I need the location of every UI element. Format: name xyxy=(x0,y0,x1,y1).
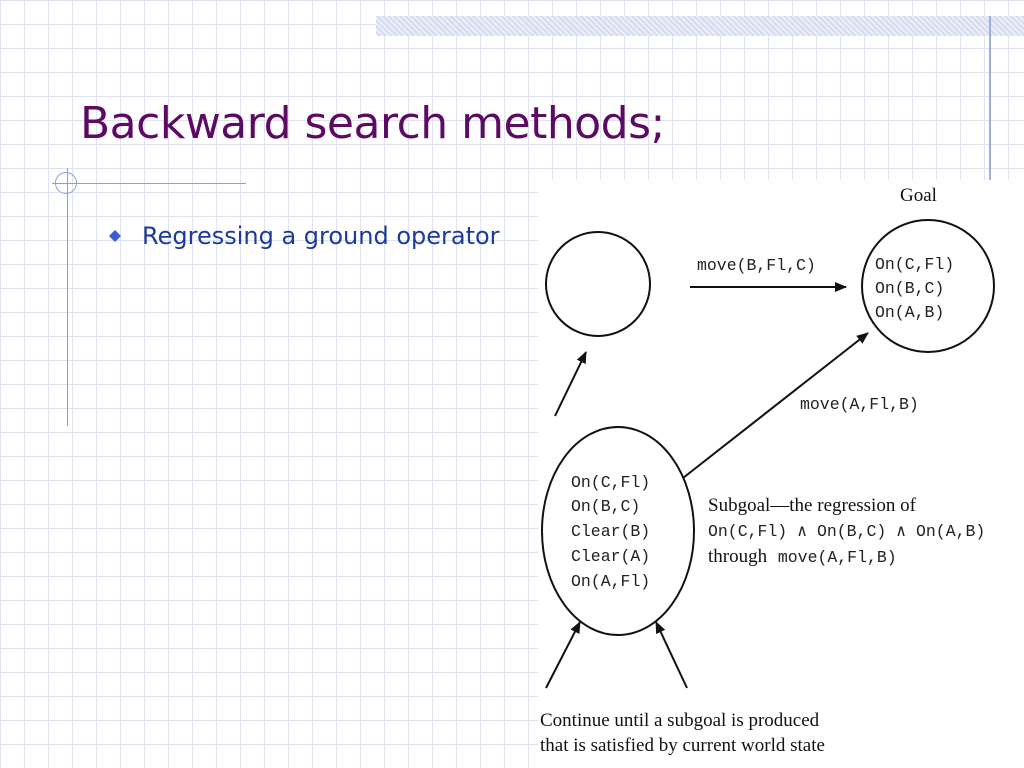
subgoal-caption-line2: On(C,Fl) ∧ On(B,C) ∧ On(A,B) xyxy=(708,522,985,541)
subgoal-condition-5: On(A,Fl) xyxy=(571,572,650,591)
subgoal-caption-through: through xyxy=(708,546,772,567)
goal-condition-3: On(A,B) xyxy=(875,303,944,322)
bullet-text: Regressing a ground operator xyxy=(142,222,500,250)
subgoal-condition-4: Clear(A) xyxy=(571,547,650,566)
empty-state-node xyxy=(545,231,651,337)
arrow-into-subgoal-right xyxy=(655,621,688,689)
edge-label-top: move(B,Fl,C) xyxy=(697,256,816,275)
bullet-item: Regressing a ground operator xyxy=(108,222,500,250)
arrow-into-start-node xyxy=(554,351,587,417)
goal-condition-2: On(B,C) xyxy=(875,279,944,298)
goal-label: Goal xyxy=(900,185,937,206)
subgoal-caption-line3: through move(A,Fl,B) xyxy=(708,546,897,567)
title-underline xyxy=(52,183,246,184)
goal-node xyxy=(861,219,995,353)
diagram-svg: Goal On(C,Fl) On(B,C) On(A,B) move(B,Fl,… xyxy=(540,185,995,756)
edge-label-diagonal: move(A,Fl,B) xyxy=(800,395,919,414)
goal-condition-1: On(C,Fl) xyxy=(875,255,954,274)
footer-line2: that is satisfied by current world state xyxy=(540,735,825,756)
arrow-into-subgoal-left xyxy=(545,621,581,689)
subgoal-condition-3: Clear(B) xyxy=(571,522,650,541)
arrow-subgoal-to-goal xyxy=(682,332,869,479)
subgoal-condition-1: On(C,Fl) xyxy=(571,473,650,492)
subgoal-caption-operator: move(A,Fl,B) xyxy=(778,548,897,567)
header-decor-vline xyxy=(989,16,991,180)
subgoal-condition-2: On(B,C) xyxy=(571,497,640,516)
accent-circle-mark xyxy=(55,172,77,194)
header-decor-band xyxy=(376,16,1024,36)
regression-diagram: Goal On(C,Fl) On(B,C) On(A,B) move(B,Fl,… xyxy=(538,180,1024,768)
page-title: Backward search methods; xyxy=(80,98,665,149)
footer-line1: Continue until a subgoal is produced xyxy=(540,710,820,731)
subgoal-caption-line1: Subgoal—the regression of xyxy=(708,495,917,516)
subgoal-node xyxy=(541,426,695,636)
left-accent-line xyxy=(67,168,68,426)
diamond-bullet-icon xyxy=(109,230,121,242)
